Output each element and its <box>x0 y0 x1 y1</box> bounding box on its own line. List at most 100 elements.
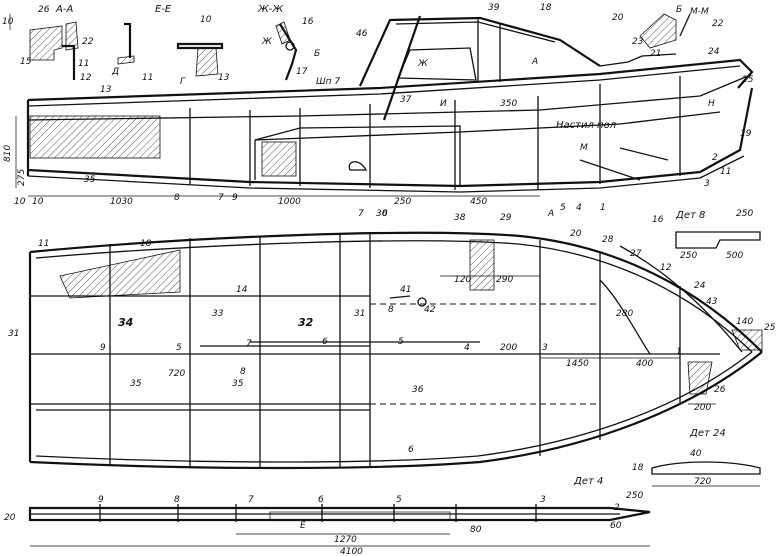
part-7b-side: 7 <box>358 209 364 219</box>
part-5-d4: 5 <box>396 495 402 505</box>
part-22-aa: 22 <box>82 37 94 47</box>
part-6-d4: 6 <box>318 495 324 505</box>
part-41-plan: 41 <box>400 285 411 295</box>
part-3-plan: 3 <box>542 343 548 353</box>
part-20-side: 20 <box>612 13 624 23</box>
part-33-plan: 33 <box>212 309 224 319</box>
part-5-plan: 5 <box>176 343 182 353</box>
part-3-d4: 3 <box>540 495 546 505</box>
part-31-plan: 31 <box>8 329 19 339</box>
part-7-plan: 7 <box>246 339 252 349</box>
detail-8: Дет 8 250 250 500 16 <box>652 209 761 261</box>
dim-4100-d4: 4100 <box>340 547 363 556</box>
letter-g-ee: Г <box>180 77 186 87</box>
plan-view <box>28 231 763 470</box>
part-1-plan: 1 <box>676 347 682 357</box>
part-1-side: 1 <box>600 203 606 213</box>
dim-1000: 1000 <box>278 197 301 207</box>
dim-230-d8: 250 <box>736 209 753 219</box>
part-28-plan: 28 <box>602 235 614 245</box>
dim-60-d4: 60 <box>610 521 622 531</box>
dim-400-plan: 400 <box>636 359 653 369</box>
letter-n-side: Н <box>708 99 715 109</box>
part-29-plan: 29 <box>500 213 512 223</box>
side-elevation-view <box>15 13 754 197</box>
part-20-plan: 20 <box>570 229 582 239</box>
part-4-plan: 4 <box>464 343 470 353</box>
part-34-plan: 34 <box>118 316 133 329</box>
note-nastil: Настил пол <box>556 120 617 131</box>
dim-40-d24: 40 <box>690 449 702 459</box>
letter-zh-side: Ж <box>417 59 428 69</box>
part-43-plan: 43 <box>706 297 718 307</box>
dim-280-plan: 280 <box>616 309 633 319</box>
part-16-zhzh: 16 <box>302 17 314 27</box>
letter-i-side: И <box>440 99 447 109</box>
part-35b-plan: 35 <box>232 379 244 389</box>
part-11-plan: 11 <box>38 239 49 249</box>
section-zhzh-detail: Ж-Ж 16 17 Ж <box>257 4 314 81</box>
dim-20-d4: 20 <box>4 513 16 523</box>
part-18-side: 18 <box>540 3 552 13</box>
part-32-plan: 32 <box>298 316 314 329</box>
part-10-side: 10 <box>32 197 44 207</box>
part-11-aa: 11 <box>78 59 89 69</box>
part-11-ee: 11 <box>142 73 153 83</box>
part-38-plan: 38 <box>454 213 466 223</box>
letter-d-ee: Д <box>111 67 119 77</box>
part-26-plan: 26 <box>714 385 726 395</box>
dim-720-d24: 720 <box>694 477 711 487</box>
letter-zh-zhzh: Ж <box>261 37 272 47</box>
dim-18-d24: 18 <box>632 463 644 473</box>
part-46-side: 46 <box>356 29 368 39</box>
part-13-side: 13 <box>100 85 112 95</box>
section-aa-detail: А-А 10 26 22 15 11 <box>2 4 94 80</box>
part-19-side: 19 <box>740 129 752 139</box>
detail-8-label: Дет 8 <box>675 210 705 221</box>
part-24-side: 24 <box>708 47 720 57</box>
part-21-side: 21 <box>650 49 661 59</box>
part-24-plan: 24 <box>694 281 706 291</box>
section-ee-label: Е-Е <box>155 4 172 15</box>
part-25-plan: 25 <box>764 323 776 333</box>
part-17-zhzh: 17 <box>296 67 308 77</box>
dim-10-side: 10 <box>14 197 26 207</box>
letter-b-side: Б <box>676 5 682 15</box>
section-aa-label: А-А <box>55 4 73 15</box>
dim-250-d4: 250 <box>626 491 643 501</box>
part-5b-plan: 5 <box>398 337 404 347</box>
part-30-plan: 30 <box>376 209 388 219</box>
dim-1270-d4: 1270 <box>334 535 357 545</box>
part-36-plan: 36 <box>412 385 424 395</box>
letter-a2-side: А <box>547 209 554 219</box>
part-35-side: 35 <box>84 175 96 185</box>
part-12-plan: 12 <box>660 263 672 273</box>
side-elevation-labels: 810 275 10 10 1030 1000 450 350 Настил п… <box>3 3 754 219</box>
part-42-plan: 42 <box>424 305 436 315</box>
dim-500-d8: 500 <box>726 251 743 261</box>
dim-1450-plan: 1450 <box>566 359 589 369</box>
dim-350: 350 <box>500 99 517 109</box>
dim-120-plan: 120 <box>454 275 471 285</box>
dim-1030: 1030 <box>110 197 133 207</box>
letter-e-d4: Е <box>300 521 306 531</box>
dim-275: 275 <box>17 169 27 186</box>
part-22-side: 22 <box>712 19 724 29</box>
part-5-side: 5 <box>560 203 566 213</box>
part-39-side: 39 <box>488 3 500 13</box>
dim-10-top: 10 <box>2 17 14 27</box>
part-6b-plan: 6 <box>408 445 414 455</box>
section-ee-detail: Е-Е Д 10 13 Г 11 <box>111 4 230 87</box>
part-35-plan: 35 <box>130 379 142 389</box>
part-8b-plan: 8 <box>388 305 394 315</box>
part-25-side: 25 <box>742 75 754 85</box>
part-6-plan: 6 <box>322 337 328 347</box>
part-18-plan: 18 <box>140 239 152 249</box>
part-10-ee: 10 <box>200 15 212 25</box>
dim-260-d8: 250 <box>680 251 697 261</box>
letter-m-side: М <box>580 143 588 153</box>
part-9-d4: 9 <box>98 495 104 505</box>
part-8-plan: 8 <box>240 367 246 377</box>
